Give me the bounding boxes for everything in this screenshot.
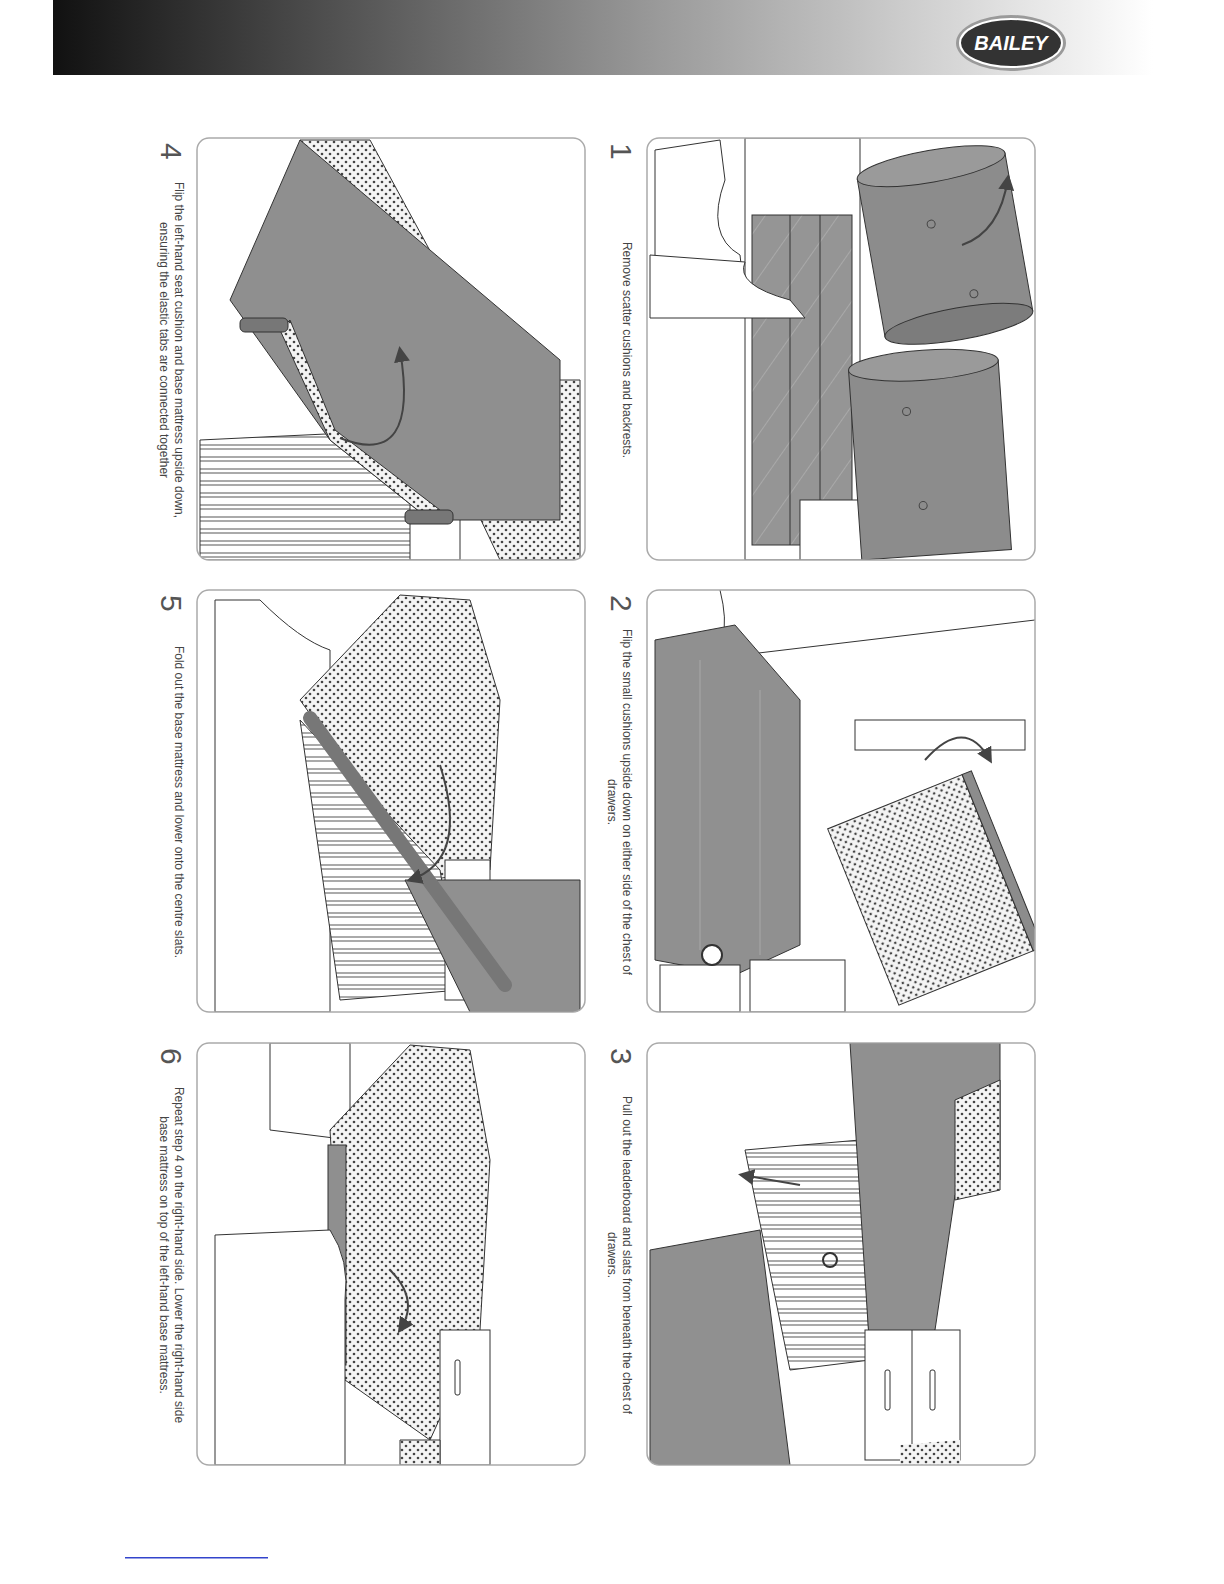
illustration-rect [647,1043,1035,1465]
illustration-path [962,178,1008,245]
illustration-polygon [280,320,440,520]
illustration-path [650,255,805,318]
illustration-circle [919,501,928,510]
illustration-g [197,1043,585,1465]
step-caption: Repeat step 4 on the right-hand side. Lo… [156,1080,186,1430]
illustration-polygon [745,1140,870,1370]
illustration-rect [647,138,1035,560]
step-caption: Flip the left-hand seat cushion and base… [156,175,186,525]
illustration-polygon [230,140,560,520]
illustration-rect [53,0,1153,75]
illustration-rect [647,138,1035,560]
illustration-circle [702,945,722,965]
brand-logo: BAILEY [961,31,1061,55]
step-number: 4 [156,143,186,160]
illustration-rect [125,1557,268,1559]
illustration-rect [885,1370,890,1410]
illustration-rect [828,775,1034,1005]
illustration-rect [647,590,1035,1012]
step-number: 5 [156,595,186,612]
illustration-g [848,345,1012,560]
illustration-rect [240,318,288,332]
illustration-ellipse [848,345,1000,385]
illustration-line [700,660,701,950]
illustration-circle [927,219,936,228]
illustration-path [340,350,404,445]
illustration-circle [823,1253,837,1267]
illustration-rect [197,138,585,560]
illustration-rect [197,590,585,1012]
illustration-ellipse [854,138,1007,195]
illustration-ellipse [960,19,1062,67]
illustration-line [790,215,791,545]
illustration-polygon [405,880,580,1012]
illustration-rect [197,590,585,1012]
illustration-g [647,1043,1035,1465]
illustration-circle [969,289,978,298]
illustration-rect [197,138,585,560]
illustration-path [390,1270,408,1330]
illustration-rect [440,1330,490,1465]
step-number: 1 [606,143,636,160]
illustration-g [647,590,1035,1012]
illustration-line [310,718,505,985]
illustration-polygon [400,1440,440,1465]
illustration-ellipse [956,15,1066,71]
illustration-g [197,138,585,560]
illustration-rect [660,965,740,1012]
illustration-rect [962,771,1035,951]
illustration-rect [405,510,453,524]
step-caption: Remove scatter cushions and backrests. [619,175,634,525]
illustration-g [828,771,1035,1005]
illustration-rect [930,1370,935,1410]
illustration-path [410,765,450,880]
illustration-polygon [850,1043,1000,1355]
illustration-polygon [300,720,460,1000]
illustration-g [647,138,1035,560]
illustration-path [215,1230,346,1465]
step-caption: Fold out the base mattress and lower ont… [171,627,186,977]
illustration-g [197,590,585,1012]
illustration-ellipse [882,295,1035,353]
illustration-path [925,738,990,761]
step-caption: Pull out the leaderboard and slats from … [604,1080,634,1430]
illustration-polygon [900,1440,960,1465]
illustration-line [912,1330,913,1460]
illustration-polygon [655,625,800,975]
illustration-g [854,138,1035,353]
illustration-rect [865,1330,960,1460]
illustration-rect [849,360,1012,560]
illustration-rect [752,215,852,545]
illustration-rect [455,1360,460,1395]
illustration-line [760,690,761,955]
illustration-line [820,215,821,545]
illustration-polygon [955,1080,1000,1200]
illustration-rect [197,1043,585,1465]
illustration-polygon [745,138,860,560]
illustration-path [742,1175,800,1185]
illustration-circle [902,407,911,416]
step-number: 2 [606,595,636,612]
step-number: 6 [156,1048,186,1065]
illustration-rect [197,1043,585,1465]
step-number: 3 [606,1048,636,1065]
step-caption: Flip the small cushions upside down on e… [604,627,634,977]
illustration-rect [750,960,845,1012]
illustration-rect [647,1043,1035,1465]
